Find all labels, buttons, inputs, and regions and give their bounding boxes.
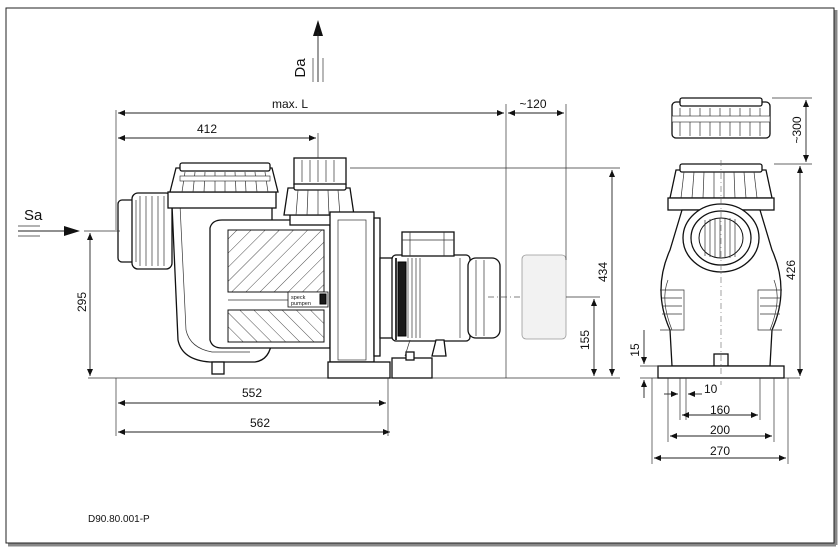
strainer-lid <box>169 162 279 193</box>
suction-arrow: Sa <box>18 207 80 237</box>
brand-plate-line-1: speck <box>291 295 306 301</box>
dim-max-length: max. L <box>272 97 308 111</box>
pump-casing <box>209 219 331 349</box>
drawing-code: D90.80.001-P <box>88 514 150 525</box>
side-view: speck pumpen <box>18 20 620 436</box>
removed-lid <box>671 97 771 139</box>
dim-overall-length: 562 <box>250 416 270 430</box>
dim-base-width: 270 <box>710 444 730 458</box>
dim-foot-height: 15 <box>628 343 642 357</box>
dim-total-height-front: 426 <box>784 260 798 280</box>
motor-removal-space <box>521 254 567 340</box>
drain-plug <box>211 361 225 375</box>
dim-foot-spacing: 200 <box>710 423 730 437</box>
dim-foot-slot: 10 <box>704 382 718 396</box>
suction-label: Sa <box>24 207 43 224</box>
dim-lid-clearance: ~300 <box>790 116 804 143</box>
dim-total-height-side: 434 <box>596 262 610 282</box>
dim-inlet-to-outlet: 412 <box>197 122 217 136</box>
dim-hole-spacing: 160 <box>710 403 730 417</box>
motor <box>391 231 501 357</box>
dim-base-length: 552 <box>242 386 262 400</box>
base-feet <box>327 351 433 379</box>
discharge-label: Da <box>292 58 309 78</box>
brand-plate-line-2: pumpen <box>291 301 311 307</box>
dim-motor-clearance: ~120 <box>519 97 546 111</box>
inlet-pipe <box>117 192 173 270</box>
dim-inlet-height: 295 <box>75 292 89 312</box>
dim-motor-axis-height: 155 <box>578 330 592 350</box>
brand-plate: speck pumpen <box>287 291 329 308</box>
discharge-port <box>283 157 355 226</box>
motor-lantern <box>329 211 395 363</box>
front-view: ~300 426 15 10 160 200 270 <box>628 97 812 464</box>
discharge-arrow: Da <box>292 20 324 82</box>
